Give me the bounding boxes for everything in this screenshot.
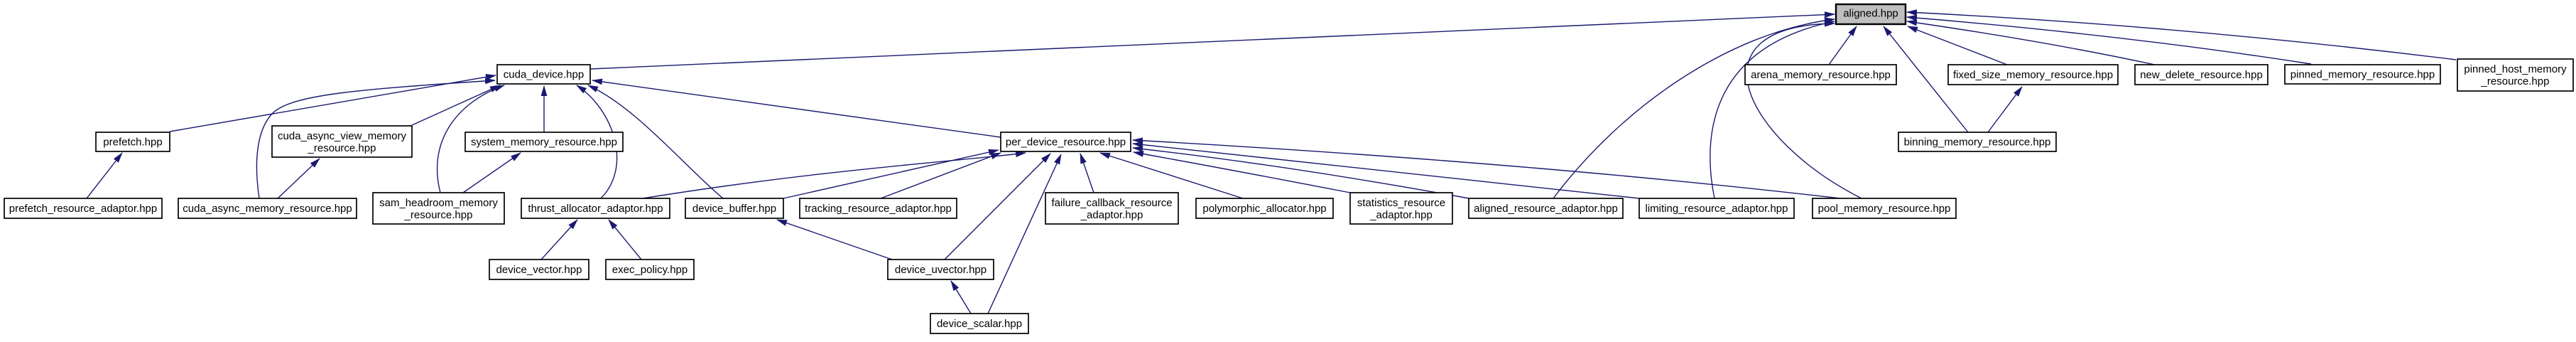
svg-text:aligned_resource_adaptor.hpp: aligned_resource_adaptor.hpp [1474,203,1618,215]
svg-text:aligned.hpp: aligned.hpp [1843,8,1898,20]
svg-text:device_uvector.hpp: device_uvector.hpp [895,264,987,276]
svg-text:cuda_async_memory_resource.hpp: cuda_async_memory_resource.hpp [183,203,352,215]
svg-text:prefetch.hpp: prefetch.hpp [103,137,162,149]
svg-text:system_memory_resource.hpp: system_memory_resource.hpp [471,137,617,149]
svg-text:device_buffer.hpp: device_buffer.hpp [692,203,776,215]
svg-text:per_device_resource.hpp: per_device_resource.hpp [1006,137,1126,149]
svg-text:thrust_allocator_adaptor.hpp: thrust_allocator_adaptor.hpp [528,203,663,215]
svg-text:new_delete_resource.hpp: new_delete_resource.hpp [2140,69,2263,81]
svg-text:pool_memory_resource.hpp: pool_memory_resource.hpp [1818,203,1951,215]
svg-text:exec_policy.hpp: exec_policy.hpp [612,264,688,276]
svg-text:_resource.hpp: _resource.hpp [2481,75,2550,87]
svg-text:limiting_resource_adaptor.hpp: limiting_resource_adaptor.hpp [1646,203,1788,215]
svg-text:failure_callback_resource: failure_callback_resource [1051,197,1172,209]
svg-text:polymorphic_allocator.hpp: polymorphic_allocator.hpp [1202,203,1326,215]
svg-text:fixed_size_memory_resource.hpp: fixed_size_memory_resource.hpp [1953,69,2113,81]
svg-text:pinned_memory_resource.hpp: pinned_memory_resource.hpp [2290,69,2435,81]
svg-text:cuda_device.hpp: cuda_device.hpp [504,69,584,81]
svg-text:_resource.hpp: _resource.hpp [404,209,473,221]
svg-text:cuda_async_view_memory: cuda_async_view_memory [278,130,406,142]
svg-text:sam_headroom_memory: sam_headroom_memory [379,197,498,209]
svg-text:_adaptor.hpp: _adaptor.hpp [1369,209,1433,221]
svg-text:_adaptor.hpp: _adaptor.hpp [1080,209,1143,221]
svg-text:device_vector.hpp: device_vector.hpp [496,264,582,276]
svg-text:prefetch_resource_adaptor.hpp: prefetch_resource_adaptor.hpp [9,203,157,215]
svg-text:device_scalar.hpp: device_scalar.hpp [937,318,1022,330]
svg-text:tracking_resource_adaptor.hpp: tracking_resource_adaptor.hpp [805,203,952,215]
svg-text:arena_memory_resource.hpp: arena_memory_resource.hpp [1751,69,1891,81]
svg-text:statistics_resource: statistics_resource [1357,197,1445,209]
svg-text:_resource.hpp: _resource.hpp [308,142,376,154]
svg-text:binning_memory_resource.hpp: binning_memory_resource.hpp [1904,137,2051,149]
svg-text:pinned_host_memory: pinned_host_memory [2464,63,2567,75]
